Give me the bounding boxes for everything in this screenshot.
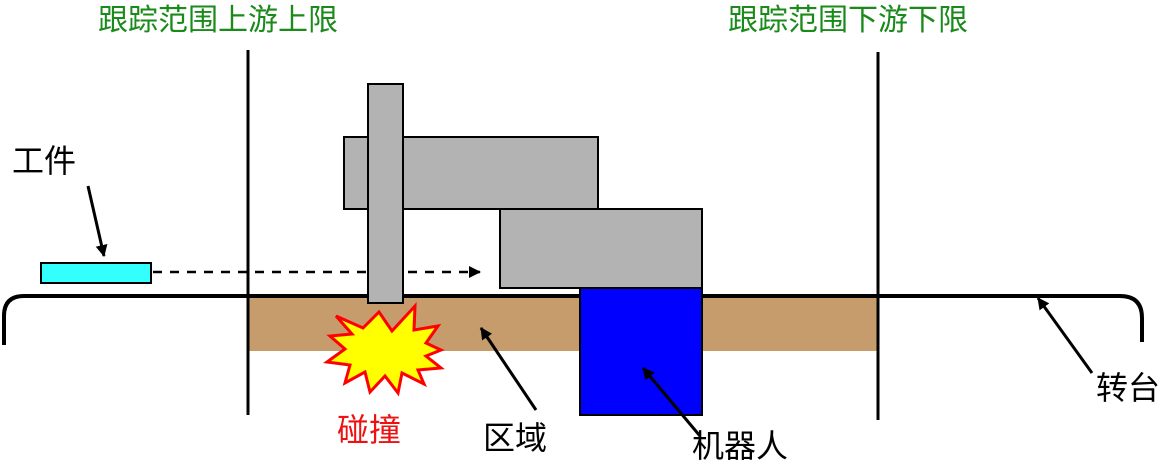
area-pointer-arrow	[479, 327, 538, 411]
workpiece-label: 工件	[12, 142, 77, 180]
robot-pointer-arrow	[641, 367, 702, 437]
robot-label: 机器人	[692, 427, 789, 465]
collision-label: 碰撞	[337, 411, 402, 449]
robot-arm-lower	[499, 208, 703, 289]
robot-spindle	[367, 83, 404, 304]
turntable-line	[2, 294, 1144, 345]
robot-base	[579, 287, 703, 416]
collision-burst-icon	[323, 301, 445, 397]
turntable-pointer-arrow	[1036, 297, 1094, 374]
workpiece	[40, 262, 152, 284]
downstream-limit-label: 跟踪范围下游下限	[728, 3, 968, 38]
turntable-label: 转台	[1096, 369, 1161, 407]
upstream-limit-label: 跟踪范围上游上限	[98, 3, 338, 38]
area-label: 区域	[483, 419, 548, 457]
workpiece-pointer-arrow	[86, 185, 108, 257]
